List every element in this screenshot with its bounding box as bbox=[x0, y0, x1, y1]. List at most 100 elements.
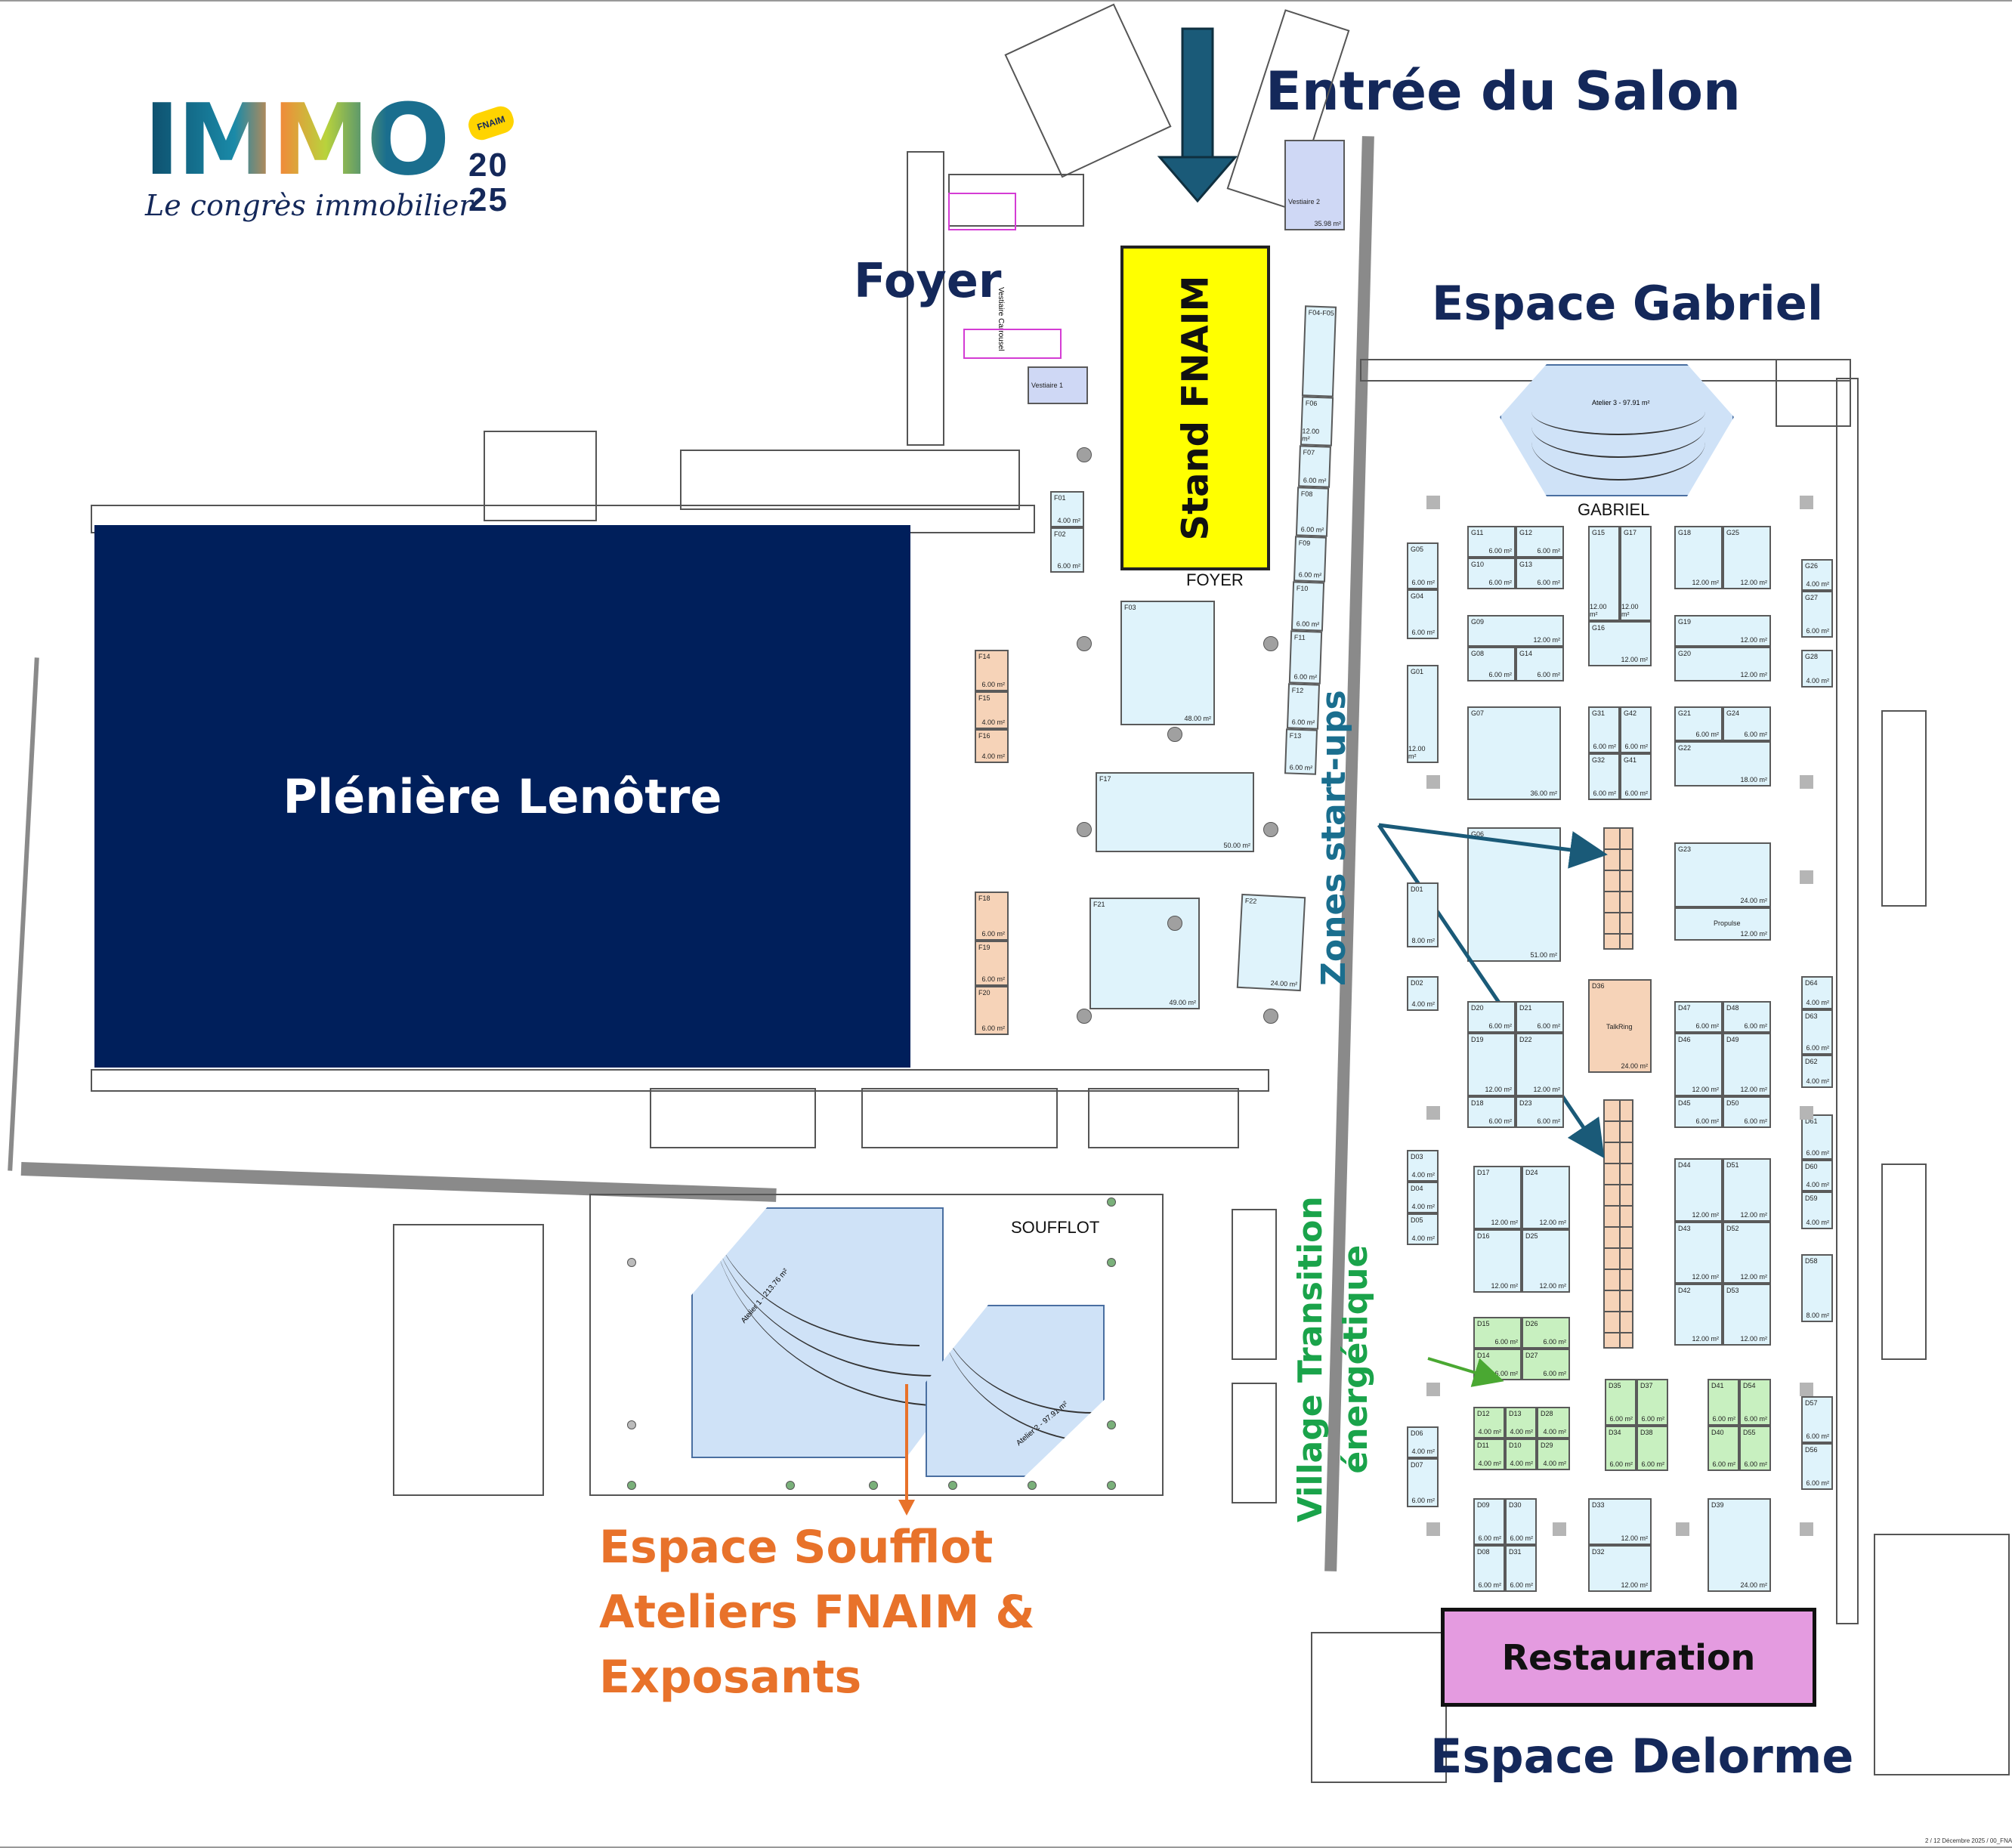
startup-pod-stack-1[interactable] bbox=[1603, 827, 1633, 950]
stand-G23-propulse[interactable]: G05 Propulse 12.00 m² bbox=[1674, 907, 1771, 941]
stand-fnaim[interactable]: Stand FNAIM bbox=[1120, 246, 1270, 570]
atelier-3[interactable]: Atelier 3 - 97.91 m² bbox=[1500, 364, 1734, 496]
vestiaire-1[interactable]: Vestiaire 1 bbox=[1028, 366, 1088, 404]
atelier-1[interactable]: Atelier 1 - 213.76 m² bbox=[691, 1207, 944, 1458]
stand-F04-F05[interactable]: F04-F05 bbox=[1301, 305, 1337, 397]
restauration[interactable]: Restauration bbox=[1441, 1608, 1816, 1707]
vestiaire-2[interactable]: Vestiaire 2 35.98 m² bbox=[1284, 140, 1345, 230]
